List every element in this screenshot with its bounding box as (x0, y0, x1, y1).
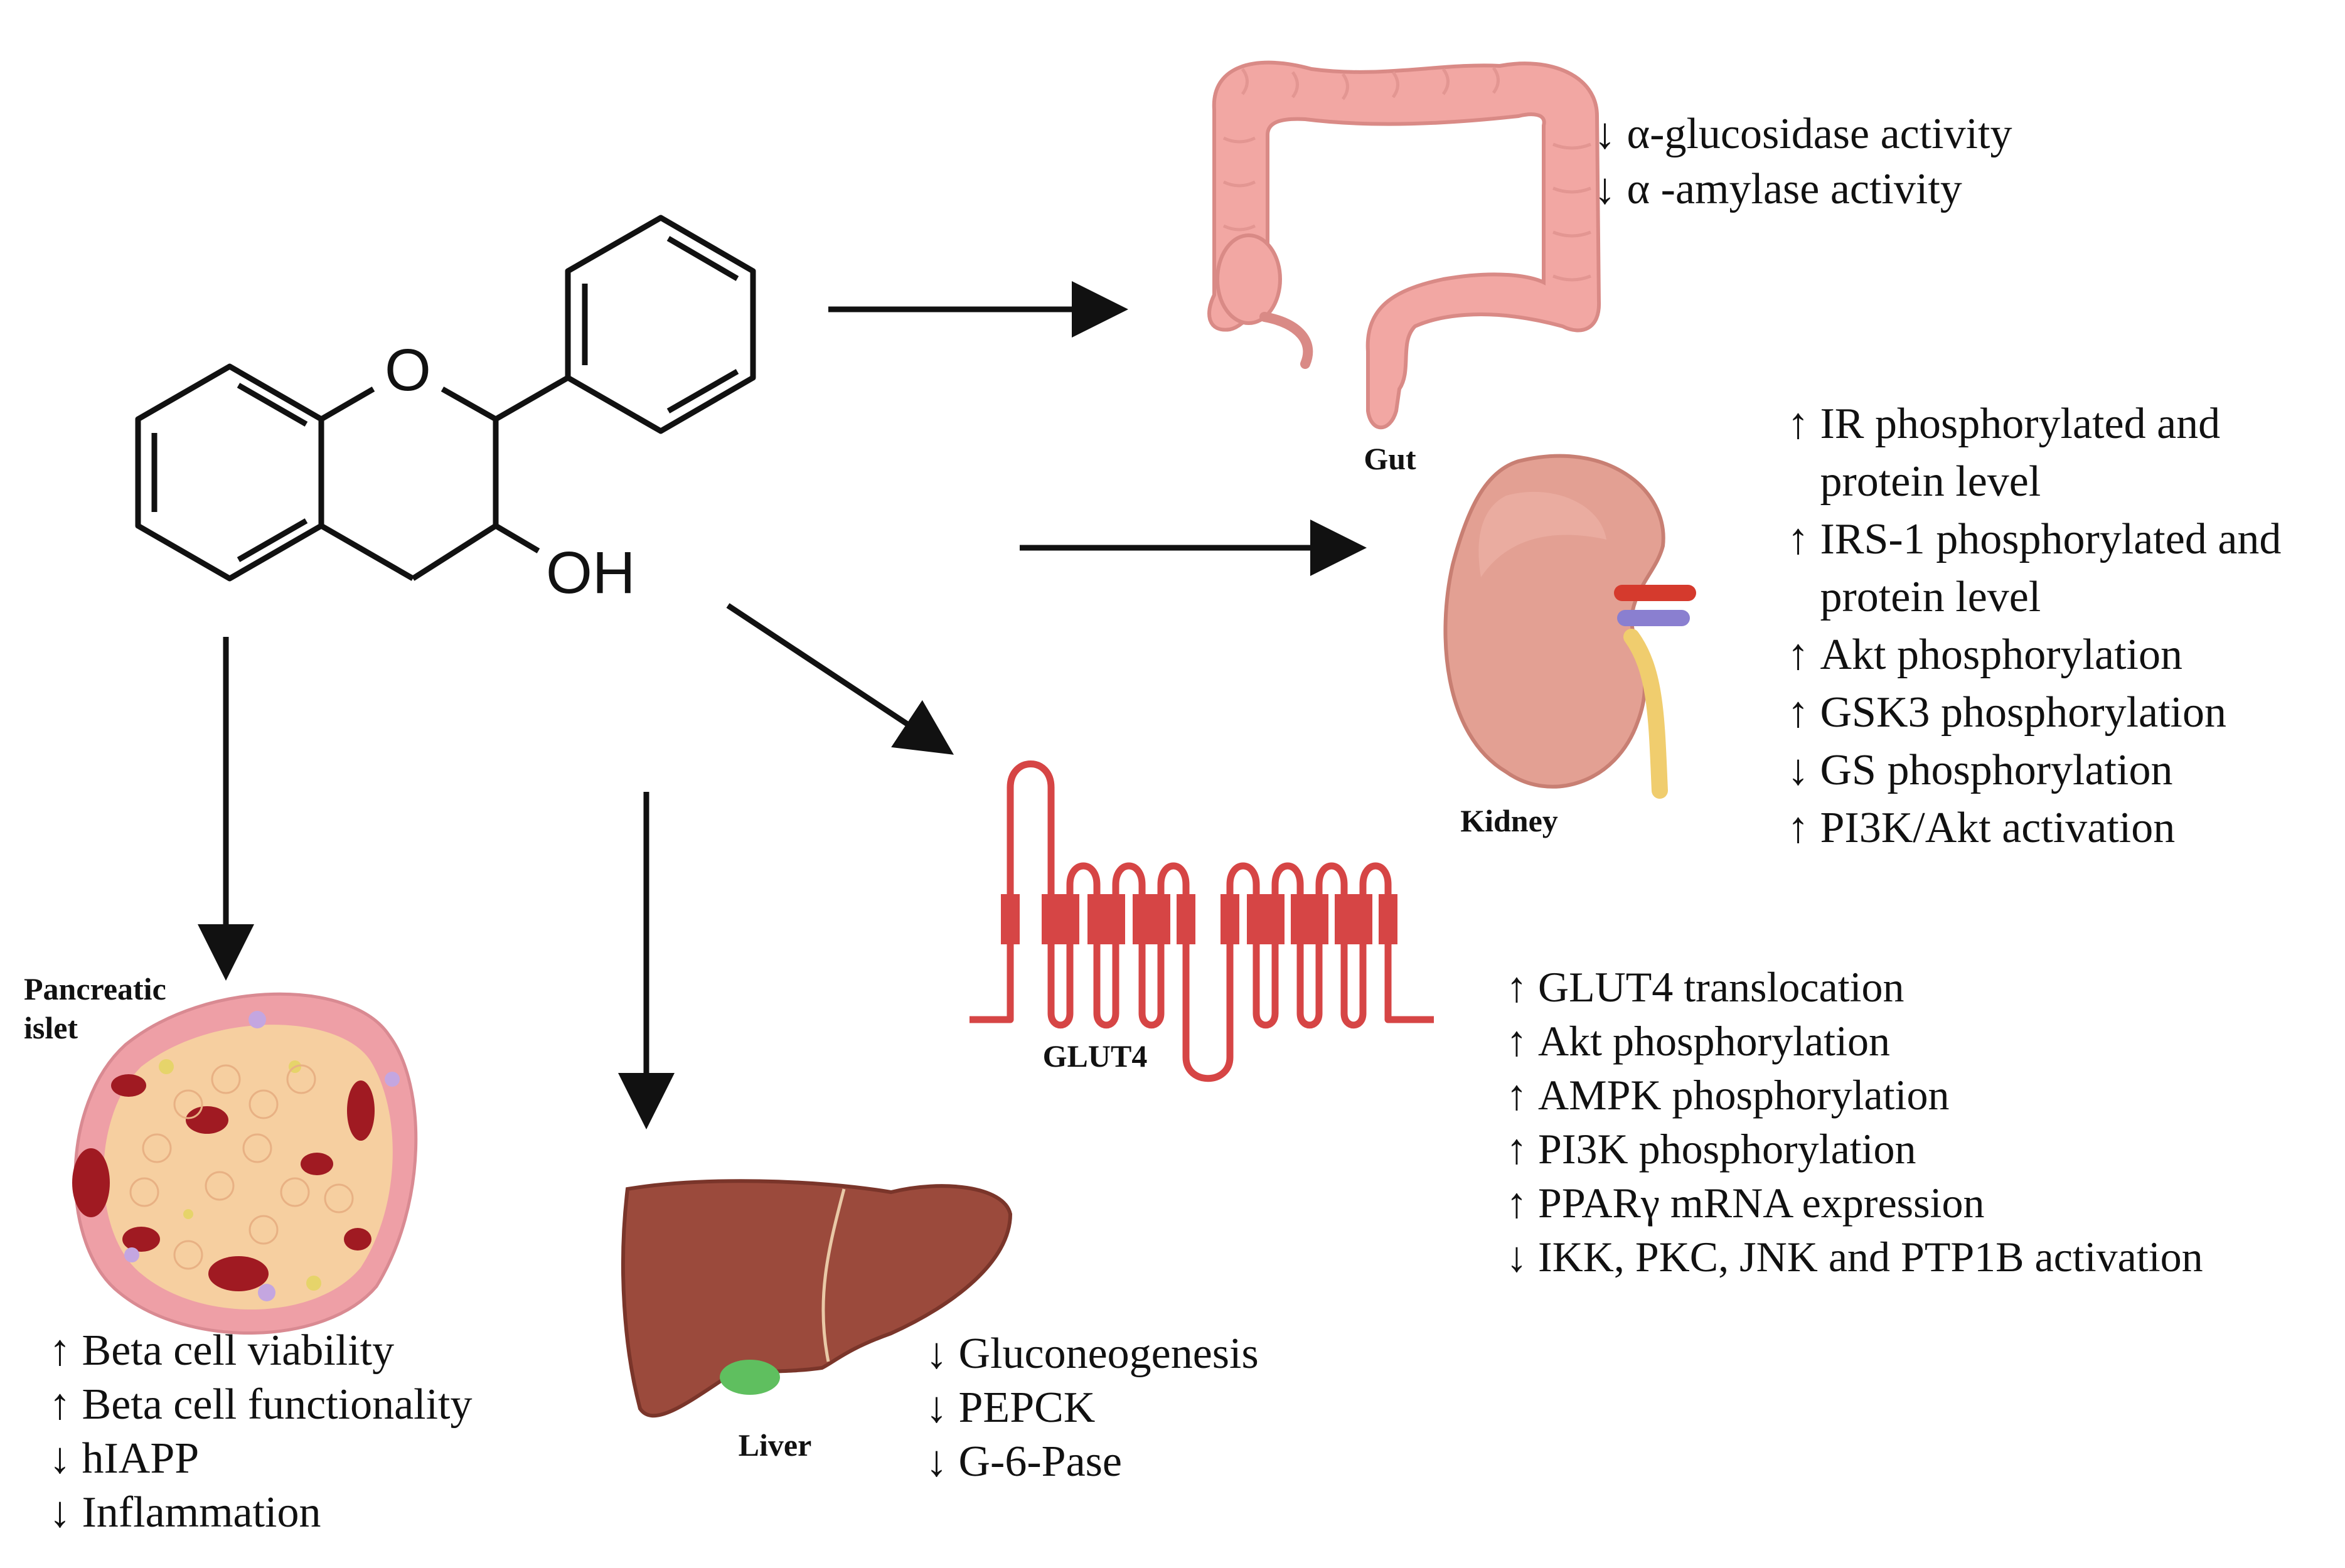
ring-oxygen-label: O (385, 337, 431, 403)
effect-direction-arrow: ↑ (1787, 515, 1809, 563)
liver-illustration: Liver (621, 1179, 1013, 1463)
glut4-effect-item: ↑PPARγ mRNA expression (1506, 1176, 2203, 1230)
glut4-effect-item: ↓IKK, PKC, JNK and PTP1B activation (1506, 1230, 2203, 1284)
islet-blood-vessels (72, 1074, 375, 1291)
kidney-effect-item: ↑IR phosphorylated and protein level (1787, 395, 2333, 511)
pancreatic-islet-illustration: Pancreatic islet (24, 971, 418, 1335)
pancreatic-islet-label-line2: islet (24, 1010, 78, 1045)
effect-text: Inflammation (82, 1488, 321, 1537)
effect-direction-arrow: ↑ (1506, 963, 1527, 1011)
effect-text: Beta cell viability (82, 1326, 395, 1375)
effect-text: PPARγ mRNA expression (1538, 1179, 1985, 1227)
effect-direction-arrow: ↓ (49, 1434, 71, 1483)
effect-direction-arrow: ↑ (1506, 1125, 1527, 1173)
effect-direction-arrow: ↓ (1506, 1233, 1527, 1281)
effect-text: PI3K/Akt activation (1820, 804, 2176, 852)
gut-effect-item: ↓α -amylase activity (1594, 162, 2012, 217)
effect-text: Akt phosphorylation (1820, 631, 2182, 679)
liver-effects-list: ↓Gluconeogenesis↓PEPCK↓G-6-Pase (926, 1327, 1259, 1489)
effect-text: Gluconeogenesis (958, 1330, 1259, 1378)
glut4-illustration: GLUT4 (970, 760, 1434, 1082)
cecum-shape (1215, 233, 1282, 325)
kidney-illustration: Kidney (1443, 454, 1696, 838)
effect-text: GSK3 phosphorylation (1820, 688, 2227, 737)
effect-text: G-6-Pase (958, 1437, 1122, 1486)
falciform-ligament (821, 1188, 846, 1362)
glut4-effect-item: ↑Akt phosphorylation (1506, 1014, 2203, 1068)
colon-shape (1207, 60, 1601, 430)
liver-effect-item: ↓G-6-Pase (926, 1435, 1259, 1489)
effect-text: α -amylase activity (1627, 165, 1962, 213)
liver-shape (621, 1179, 1013, 1418)
hydroxyl-label: OH (546, 540, 636, 606)
gut-effect-item: ↓α-glucosidase activity (1594, 107, 2012, 162)
kidney-effect-item: ↑Akt phosphorylation (1787, 626, 2333, 684)
kidney-highlight (1478, 491, 1606, 577)
glut4-effect-item: ↑PI3K phosphorylation (1506, 1122, 2203, 1176)
effect-text: IRS-1 phosphorylated and protein level (1820, 515, 2282, 621)
effect-text: PI3K phosphorylation (1538, 1125, 1916, 1173)
gallbladder (720, 1360, 780, 1395)
appendix-shape (1259, 312, 1313, 369)
effect-direction-arrow: ↑ (1506, 1179, 1527, 1227)
effect-direction-arrow: ↑ (49, 1380, 71, 1429)
liver-effect-item: ↓PEPCK (926, 1381, 1259, 1435)
ureter (1623, 629, 1668, 799)
gut-effects-list: ↓α-glucosidase activity↓α -amylase activ… (1594, 107, 2012, 217)
effect-direction-arrow: ↑ (1787, 804, 1809, 852)
kidney-effects-list: ↑IR phosphorylated and protein level↑IRS… (1787, 395, 2333, 857)
glut4-effect-item: ↑AMPK phosphorylation (1506, 1068, 2203, 1122)
kidney-effect-item: ↓GS phosphorylation (1787, 742, 2333, 799)
effect-text: GS phosphorylation (1820, 746, 2173, 794)
glut4-transporter (970, 760, 1434, 1082)
effect-direction-arrow: ↓ (1594, 165, 1616, 213)
glut4-effect-item: ↑GLUT4 translocation (1506, 960, 2203, 1014)
effect-text: hIAPP (82, 1434, 200, 1483)
effect-direction-arrow: ↓ (926, 1384, 948, 1432)
kidney-label: Kidney (1460, 803, 1558, 838)
pancreas-effect-item: ↓hIAPP (49, 1432, 473, 1486)
pancreas-effect-item: ↓Inflammation (49, 1486, 473, 1540)
pancreas-effects-list: ↑Beta cell viability↑Beta cell functiona… (49, 1324, 473, 1540)
effect-direction-arrow: ↑ (1506, 1071, 1527, 1119)
kidney-effect-item: ↑IRS-1 phosphorylated and protein level (1787, 511, 2333, 626)
effect-text: α-glucosidase activity (1627, 110, 2012, 158)
effect-direction-arrow: ↑ (1787, 400, 1809, 448)
effect-direction-arrow: ↓ (926, 1437, 948, 1486)
pathway-arrows (198, 281, 1367, 1129)
effect-direction-arrow: ↑ (1787, 688, 1809, 737)
effect-text: AMPK phosphorylation (1538, 1071, 1950, 1119)
effect-direction-arrow: ↓ (926, 1330, 948, 1378)
liver-label: Liver (739, 1427, 812, 1463)
islet-core (104, 1025, 393, 1310)
liver-effect-item: ↓Gluconeogenesis (926, 1327, 1259, 1381)
effect-direction-arrow: ↓ (49, 1488, 71, 1537)
pancreas-effect-item: ↑Beta cell viability (49, 1324, 473, 1378)
effect-direction-arrow: ↑ (1787, 631, 1809, 679)
effect-direction-arrow: ↑ (1506, 1017, 1527, 1065)
pancreatic-islet-label-line1: Pancreatic (24, 971, 166, 1006)
kidney-effect-item: ↑PI3K/Akt activation (1787, 799, 2333, 857)
effect-text: IR phosphorylated and protein level (1820, 400, 2221, 506)
effect-text: Akt phosphorylation (1538, 1017, 1890, 1065)
gut-illustration: Gut (1207, 60, 1601, 476)
effect-direction-arrow: ↓ (1787, 746, 1809, 794)
gut-label: Gut (1364, 441, 1416, 476)
glut4-effects-list: ↑GLUT4 translocation↑Akt phosphorylation… (1506, 960, 2203, 1284)
effect-text: Beta cell functionality (82, 1380, 473, 1429)
effect-direction-arrow: ↓ (1594, 110, 1616, 158)
flavanol-structure (135, 215, 756, 582)
effect-text: IKK, PKC, JNK and PTP1B activation (1538, 1233, 2203, 1281)
kidney-effect-item: ↑GSK3 phosphorylation (1787, 684, 2333, 742)
effect-text: GLUT4 translocation (1538, 963, 1904, 1011)
arrow-to-glut4 (726, 603, 954, 755)
glut4-label: GLUT4 (1043, 1038, 1148, 1074)
effect-direction-arrow: ↑ (49, 1326, 71, 1375)
effect-text: PEPCK (958, 1384, 1096, 1432)
pancreas-effect-item: ↑Beta cell functionality (49, 1378, 473, 1432)
